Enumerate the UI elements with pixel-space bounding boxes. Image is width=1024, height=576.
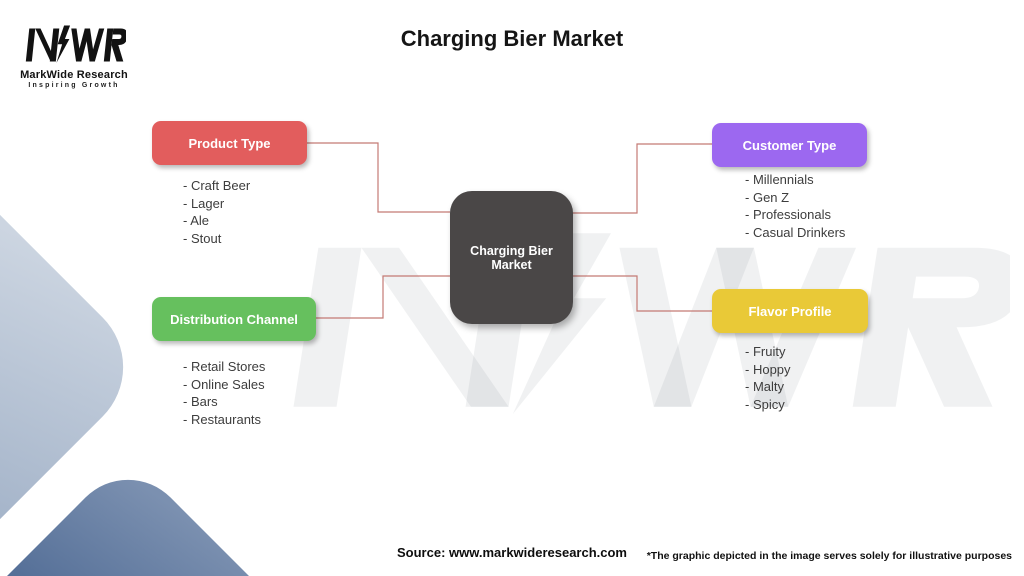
decor-diamond-dark — [0, 455, 326, 576]
branch-product-type: Product Type — [152, 121, 307, 165]
product-type-list: Craft Beer Lager Ale Stout — [183, 177, 250, 247]
distribution-channel-list: Retail Stores Online Sales Bars Restaura… — [183, 358, 265, 428]
list-item: Lager — [183, 195, 250, 213]
list-item: Millennials — [745, 171, 845, 189]
flavor-profile-list: Fruity Hoppy Malty Spicy — [745, 343, 791, 413]
list-item: Stout — [183, 230, 250, 248]
disclaimer-text: *The graphic depicted in the image serve… — [646, 550, 1012, 562]
branch-distribution-channel: Distribution Channel — [152, 297, 316, 341]
branch-customer-type: Customer Type — [712, 123, 867, 167]
list-item: Gen Z — [745, 189, 845, 207]
list-item: Malty — [745, 378, 791, 396]
list-item: Craft Beer — [183, 177, 250, 195]
list-item: Fruity — [745, 343, 791, 361]
markwide-logo: MarkWide Research Inspiring Growth — [20, 24, 129, 89]
list-item: Ale — [183, 212, 250, 230]
list-item: Spicy — [745, 396, 791, 414]
list-item: Professionals — [745, 206, 845, 224]
source-text: Source: www.markwideresearch.com — [396, 545, 628, 560]
list-item: Casual Drinkers — [745, 224, 845, 242]
page-title: Charging Bier Market — [400, 26, 624, 51]
customer-type-list: Millennials Gen Z Professionals Casual D… — [745, 171, 845, 241]
branch-flavor-profile: Flavor Profile — [712, 289, 868, 333]
mwr-watermark-icon — [292, 233, 1010, 414]
list-item: Online Sales — [183, 376, 265, 394]
list-item: Bars — [183, 393, 265, 411]
list-item: Retail Stores — [183, 358, 265, 376]
center-node: Charging Bier Market — [450, 191, 573, 324]
list-item: Restaurants — [183, 411, 265, 429]
list-item: Hoppy — [745, 361, 791, 379]
logo-tagline: Inspiring Growth — [28, 82, 120, 89]
logo-company-name: MarkWide Research — [20, 69, 128, 81]
